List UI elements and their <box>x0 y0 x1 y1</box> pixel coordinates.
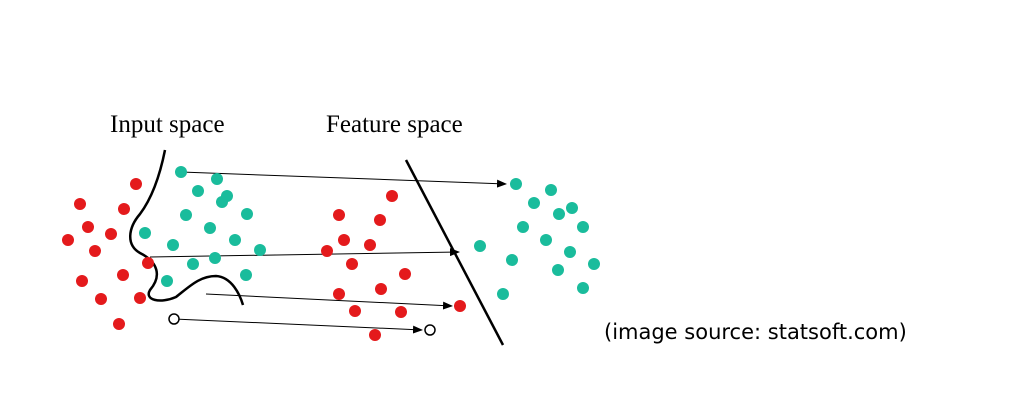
red-point <box>454 300 466 312</box>
mapping-arrow <box>180 171 507 188</box>
teal-point <box>540 234 552 246</box>
teal-point <box>204 222 216 234</box>
teal-point <box>240 269 252 281</box>
red-point <box>349 305 361 317</box>
teal-point <box>528 197 540 209</box>
red-point <box>76 275 88 287</box>
teal-point <box>139 227 151 239</box>
mapping-arrows <box>149 171 507 334</box>
red-point <box>118 203 130 215</box>
red-point <box>82 221 94 233</box>
teal-point <box>216 196 228 208</box>
teal-point <box>187 258 199 270</box>
teal-point <box>506 254 518 266</box>
red-point <box>134 292 146 304</box>
teal-point <box>229 234 241 246</box>
teal-point <box>161 275 173 287</box>
teal-point <box>510 178 522 190</box>
input-decision-boundary <box>129 149 245 306</box>
teal-point <box>545 184 557 196</box>
teal-point <box>254 244 266 256</box>
red-point <box>386 190 398 202</box>
teal-point <box>577 221 589 233</box>
red-point <box>364 239 376 251</box>
teal-point <box>167 239 179 251</box>
feature-space-label: Feature space <box>326 111 463 138</box>
teal-point <box>588 258 600 270</box>
teal-point <box>211 173 223 185</box>
teal-point <box>564 246 576 258</box>
red-point <box>74 198 86 210</box>
red-point <box>89 245 101 257</box>
red-point <box>130 178 142 190</box>
teal-point <box>497 288 509 300</box>
red-point <box>346 258 358 270</box>
teal-point <box>175 166 187 178</box>
red-point <box>333 209 345 221</box>
teal-point <box>517 221 529 233</box>
image-source-caption: (image source: statsoft.com) <box>604 320 907 344</box>
mapping-arrow <box>149 248 460 258</box>
teal-point <box>474 240 486 252</box>
input-space-label: Input space <box>110 111 225 138</box>
red-point <box>399 268 411 280</box>
red-point <box>117 269 129 281</box>
red-point <box>321 245 333 257</box>
teal-point <box>192 185 204 197</box>
unlabeled-point <box>168 313 180 325</box>
red-point <box>113 318 125 330</box>
mapping-arrow <box>205 293 453 310</box>
red-point <box>142 257 154 269</box>
red-point <box>62 234 74 246</box>
teal-point <box>577 282 589 294</box>
teal-point <box>209 252 221 264</box>
data-points <box>62 166 600 341</box>
teal-point <box>552 264 564 276</box>
red-point <box>95 293 107 305</box>
red-point <box>375 283 387 295</box>
teal-point <box>553 208 565 220</box>
red-point <box>333 288 345 300</box>
mapping-arrow <box>173 318 423 334</box>
teal-point <box>180 209 192 221</box>
feature-linear-separator <box>404 159 505 346</box>
teal-point <box>566 202 578 214</box>
red-point <box>105 228 117 240</box>
red-point <box>369 329 381 341</box>
unlabeled-point <box>424 324 436 336</box>
red-point <box>395 306 407 318</box>
red-point <box>374 214 386 226</box>
teal-point <box>241 208 253 220</box>
red-point <box>338 234 350 246</box>
